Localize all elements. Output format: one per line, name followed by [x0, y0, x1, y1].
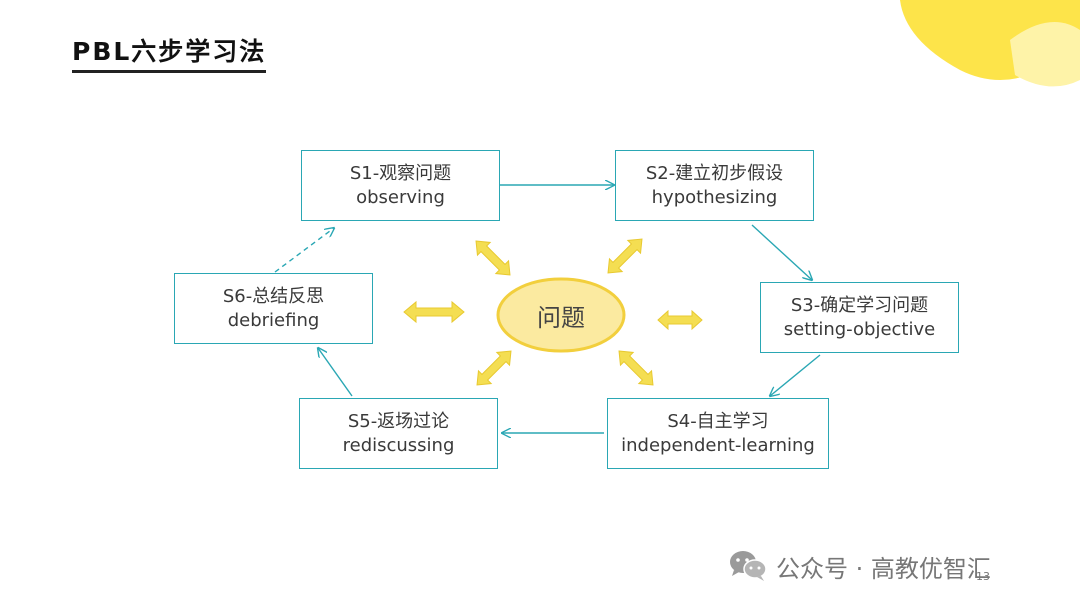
step-subtitle: debriefing: [227, 309, 320, 331]
page-number: 13: [976, 570, 990, 583]
arrow-s5-to-s6: [318, 348, 353, 397]
step-box-s5: S5-返场过论 rediscussing: [299, 398, 498, 469]
watermark-text: 公众号 · 高教优智汇: [776, 554, 991, 583]
step-subtitle: observing: [356, 186, 445, 208]
step-title: S4-自主学习: [667, 410, 769, 432]
arrow-s2-to-s3: [751, 224, 812, 280]
step-title: S1-观察问题: [349, 162, 452, 184]
step-subtitle: rediscussing: [342, 434, 455, 456]
step-box-s1: S1-观察问题 observing: [301, 150, 500, 221]
step-title: S5-返场过论: [347, 410, 450, 432]
slide-title: PBL六步学习法: [72, 36, 267, 73]
step-box-s4: S4-自主学习 independent-learning: [607, 398, 829, 469]
step-subtitle: hypothesizing: [651, 186, 778, 208]
center-node-label: 问题: [537, 303, 585, 332]
wechat-logo-icon: [730, 551, 767, 581]
step-box-s6: S6-总结反思 debriefing: [174, 273, 373, 344]
step-box-s2: S2-建立初步假设 hypothesizing: [615, 150, 814, 221]
step-title: S6-总结反思: [222, 285, 325, 307]
step-subtitle: setting-objective: [783, 318, 936, 340]
arrow-s6-to-s1-dashed: [274, 228, 334, 273]
double-arrow-lower-right: [618, 350, 654, 386]
corner-yellow-shape: [900, 0, 1080, 87]
double-arrow-left: [403, 300, 465, 324]
step-box-s3: S3-确定学习问题 setting-objective: [760, 282, 959, 353]
double-arrow-upper-left: [475, 240, 511, 276]
double-arrow-lower-left: [476, 350, 512, 386]
step-title: S3-确定学习问题: [790, 294, 929, 316]
center-ellipse: [496, 277, 626, 353]
step-subtitle: independent-learning: [621, 434, 815, 456]
arrow-s3-to-s4: [770, 354, 821, 396]
double-arrow-upper-right: [607, 238, 643, 274]
double-arrow-right: [657, 309, 703, 331]
watermark: 公众号 · 高教优智汇: [728, 548, 991, 584]
step-title: S2-建立初步假设: [645, 162, 784, 184]
